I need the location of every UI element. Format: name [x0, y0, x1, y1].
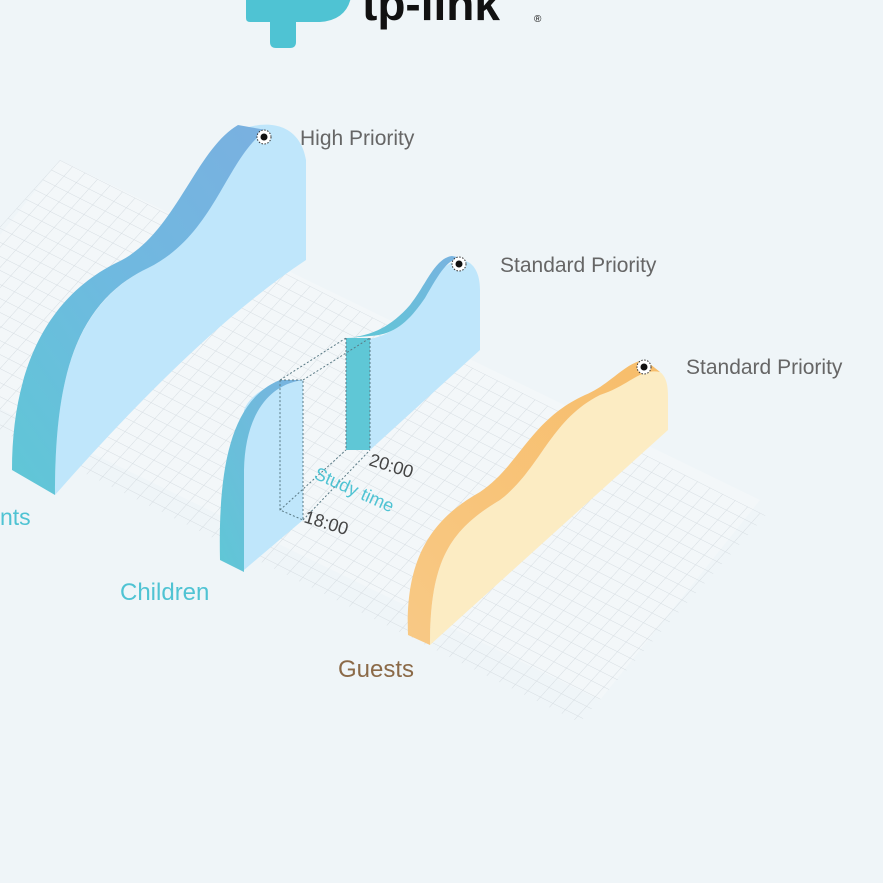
- guests-group-label: Guests: [338, 656, 414, 683]
- parents-priority-label: High Priority: [300, 127, 415, 150]
- tp-link-logo: tp-link ®: [246, 0, 542, 48]
- tp-link-wordmark: tp-link: [362, 0, 500, 30]
- children-priority-label: Standard Priority: [500, 254, 657, 277]
- parents-priority-marker: [256, 129, 272, 145]
- registered-mark: ®: [534, 14, 542, 25]
- children-group-label: Children: [120, 579, 209, 606]
- parents-bandwidth-slab: [12, 124, 306, 495]
- guests-bandwidth-slab: [407, 360, 668, 645]
- children-priority-marker: [451, 256, 467, 272]
- children-bandwidth-slab: [219, 256, 480, 572]
- study-time-window: [279, 337, 371, 521]
- parents-group-label: nts: [0, 504, 31, 530]
- guests-priority-marker: [636, 359, 652, 375]
- guests-priority-label: Standard Priority: [686, 356, 843, 379]
